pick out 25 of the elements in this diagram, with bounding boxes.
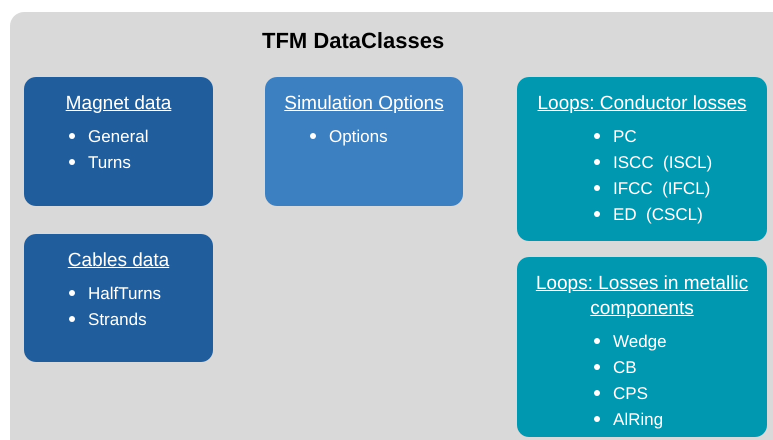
list-item: HalfTurns xyxy=(88,284,162,303)
list-item: Wedge xyxy=(613,332,667,351)
list-item: Turns xyxy=(88,153,131,172)
list-item: AlRing xyxy=(613,410,664,429)
card-heading: Simulation Options xyxy=(284,93,444,114)
card-heading: Cables data xyxy=(68,250,170,271)
card-heading: Loops: Conductor losses xyxy=(537,93,747,114)
list-item: ED (CSCL) xyxy=(613,205,703,224)
data-class-card xyxy=(265,77,463,206)
card-heading: Magnet data xyxy=(66,93,172,114)
list-item: IFCC (IFCL) xyxy=(613,179,710,198)
background-panel xyxy=(10,12,773,440)
list-item: PC xyxy=(613,127,637,146)
list-item: CPS xyxy=(613,384,648,403)
data-class-card xyxy=(24,234,213,362)
data-class-card xyxy=(517,257,767,437)
data-class-card xyxy=(517,77,767,241)
list-item: General xyxy=(88,127,148,146)
data-class-card xyxy=(24,77,213,206)
panel-heading: TFM DataClasses xyxy=(262,28,444,54)
list-item: Options xyxy=(329,127,388,146)
list-item: ISCC (ISCL) xyxy=(613,153,712,172)
list-item: CB xyxy=(613,358,637,377)
card-heading: Loops: Losses in metallic components xyxy=(536,273,748,319)
list-item: Strands xyxy=(88,310,147,329)
